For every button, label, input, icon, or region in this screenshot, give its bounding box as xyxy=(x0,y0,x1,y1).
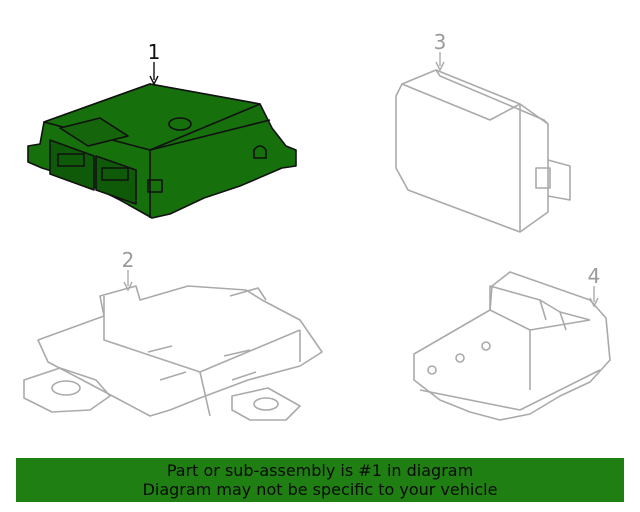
banner-line-1: Part or sub-assembly is #1 in diagram xyxy=(166,461,474,480)
callout-4-arrow-icon xyxy=(589,297,599,308)
callout-1-arrow-icon xyxy=(149,75,159,86)
part-1-control-module[interactable] xyxy=(27,83,297,219)
callout-number-2[interactable]: 2 xyxy=(121,248,135,272)
notice-banner: Part or sub-assembly is #1 in diagram Di… xyxy=(16,458,624,502)
parts-illustration xyxy=(23,52,611,421)
callout-2-arrow-icon xyxy=(123,281,133,292)
part-2-mounting-bracket[interactable] xyxy=(23,285,323,421)
part-4-connector-housing[interactable] xyxy=(413,271,611,421)
callout-number-3[interactable]: 3 xyxy=(433,30,447,54)
callout-number-1[interactable]: 1 xyxy=(147,40,161,64)
callout-3-arrow-icon xyxy=(435,61,445,72)
callout-number-4[interactable]: 4 xyxy=(587,264,601,288)
banner-line-2: Diagram may not be specific to your vehi… xyxy=(142,480,498,499)
part-3-sensor-module[interactable] xyxy=(395,69,571,233)
